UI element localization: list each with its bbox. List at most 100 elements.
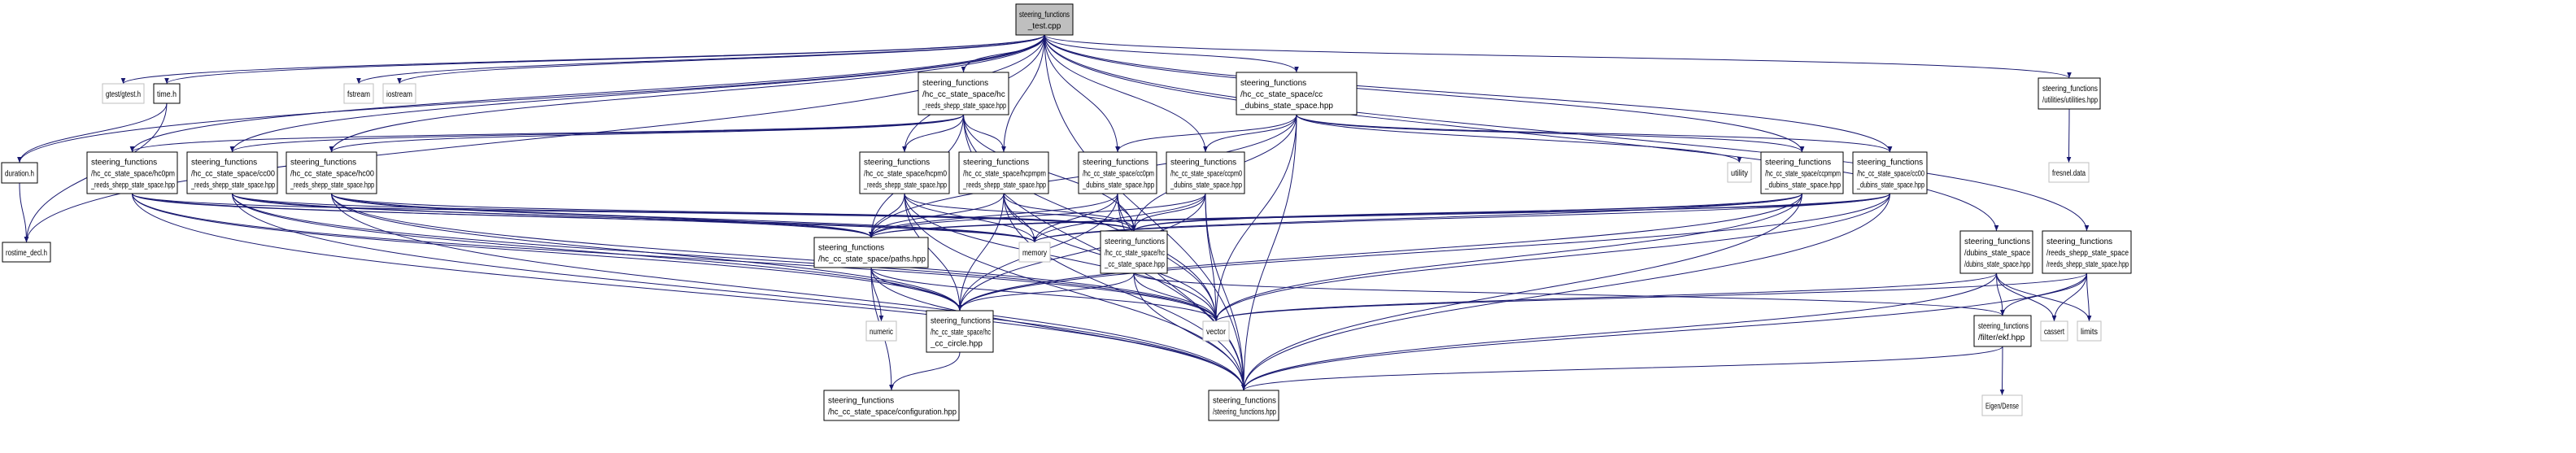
node-fresnel: fresnel.data	[2048, 162, 2090, 183]
edge-cc00_d-to-vector	[1214, 193, 1890, 322]
node-label-line: iostream	[386, 90, 412, 99]
edge-root-to-hc0pm_rs	[129, 34, 1045, 153]
node-rs[interactable]: steering_functions/reeds_shepp_state_spa…	[2042, 230, 2132, 274]
edge-cc00_d-to-circle	[957, 193, 1890, 311]
node-label-line: limits	[2081, 328, 2098, 337]
node-label-line: utility	[1731, 169, 1748, 178]
node-label-line: /steering_functions.hpp	[1213, 408, 1276, 417]
node-sf[interactable]: steering_functions/steering_functions.hp…	[1208, 390, 1279, 421]
node-hcss[interactable]: steering_functions/hc_cc_state_space/hc_…	[1100, 230, 1168, 274]
node-label-line: steering_functions	[1978, 322, 2029, 331]
node-hc0pm_rs[interactable]: steering_functions/hc_cc_state_space/hc0…	[86, 151, 178, 194]
edge-hc_rs-to-cc00_rs	[229, 114, 964, 153]
node-dubins[interactable]: steering_functions/dubins_state_space/du…	[1959, 230, 2033, 274]
node-cc00_d[interactable]: steering_functions/hc_cc_state_space/cc0…	[1852, 151, 1928, 194]
node-label-line: steering_functions	[818, 244, 884, 253]
node-label-line: /utilities/utilities.hpp	[2042, 96, 2098, 105]
edge-hcpmpm_rs-to-hcss	[1003, 193, 1136, 232]
edge-dubins-to-ekf	[1996, 272, 2005, 316]
node-utilities[interactable]: steering_functions/utilities/utilities.h…	[2038, 77, 2101, 110]
edge-utilities-to-fresnel	[2066, 108, 2072, 163]
edge-dubins-to-vector	[1214, 272, 1997, 322]
edge-duration-to-rostime	[19, 182, 29, 243]
edge-ccpmpm_d-to-sf	[1241, 193, 1802, 391]
node-label-line: _reeds_shepp_state_space.hpp	[190, 181, 275, 190]
edge-cc_d-to-ccpmpm_d	[1296, 114, 1805, 153]
edge-root-to-ccpmpm_d	[1044, 34, 1805, 153]
node-label-line: cassert	[2044, 328, 2064, 337]
node-label-line: _cc_circle.hpp	[930, 340, 983, 349]
node-config[interactable]: steering_functions/hc_cc_state_space/con…	[823, 390, 960, 421]
node-hcpm0_rs[interactable]: steering_functions/hc_cc_state_space/hcp…	[859, 151, 950, 194]
edge-ccpmpm_d-to-circle	[957, 193, 1802, 311]
node-label-line: fresnel.data	[2052, 169, 2086, 178]
node-label-line: _cc_state_space.hpp	[1104, 260, 1165, 269]
edge-cc_d-to-sf	[1241, 114, 1297, 391]
edge-root-to-cc00_rs	[229, 34, 1045, 153]
node-label-line: /dubins_state_space	[1964, 249, 2030, 258]
edge-cc_d-to-utility	[1296, 114, 1742, 163]
node-cc_d[interactable]: steering_functions/hc_cc_state_space/cc_…	[1236, 72, 1358, 115]
node-label-line: steering_functions	[1019, 11, 1070, 20]
edge-hc00_rs-to-sf	[331, 193, 1246, 391]
node-label-line: steering_functions	[922, 79, 988, 88]
node-label-line: /hc_cc_state_space/hc	[1105, 249, 1165, 258]
edge-root-to-duration	[17, 34, 1045, 163]
node-label-line: _dubins_state_space.hpp	[1764, 181, 1841, 190]
node-label-line: rostime_decl.h	[6, 249, 47, 258]
node-time[interactable]: time.h	[153, 83, 181, 104]
node-circle[interactable]: steering_functions/hc_cc_state_space/hc_…	[926, 310, 994, 353]
edge-hc0pm_rs-to-sf	[132, 193, 1246, 391]
edge-hcpm0_rs-to-hcss	[904, 193, 1136, 232]
edge-hc0pm_rs-to-vector	[132, 193, 1218, 322]
node-paths[interactable]: steering_functions/hc_cc_state_space/pat…	[813, 237, 929, 268]
node-hcpmpm_rs[interactable]: steering_functions/hc_cc_state_space/hcp…	[958, 151, 1049, 194]
node-limits: limits	[2077, 320, 2102, 342]
node-duration[interactable]: duration.h	[1, 162, 38, 184]
edge-cc00_rs-to-memory	[232, 193, 1037, 243]
edge-hcss-to-circle	[957, 272, 1135, 311]
node-label-line: _reeds_shepp_state_space.hpp	[290, 181, 374, 190]
node-rostime[interactable]: rostime_decl.h	[2, 242, 51, 263]
node-iostream: iostream	[382, 83, 416, 104]
node-label-line: _reeds_shepp_state_space.hpp	[90, 181, 175, 190]
node-label-line: numeric	[870, 328, 893, 337]
node-eigen: Eigen/Dense	[1981, 394, 2023, 416]
node-ccpmpm_d[interactable]: steering_functions/hc_cc_state_space/ccp…	[1760, 151, 1844, 194]
edge-circle-to-config	[889, 351, 961, 391]
node-label-line: steering_functions	[1240, 79, 1306, 88]
node-label-line: Eigen/Dense	[1985, 403, 2019, 412]
node-label-line: memory	[1022, 249, 1047, 258]
edge-hcpm0_rs-to-circle	[904, 193, 962, 311]
node-hc_rs[interactable]: steering_functions/hc_cc_state_space/hc_…	[918, 72, 1009, 115]
edge-hcpm0_rs-to-paths	[869, 193, 905, 238]
node-label-line: /hc_cc_state_space/cc0pm	[1083, 170, 1154, 179]
node-hc00_rs[interactable]: steering_functions/hc_cc_state_space/hc0…	[285, 151, 377, 194]
node-label-line: steering_functions	[931, 317, 991, 326]
edge-rs-to-limits	[2086, 272, 2092, 322]
node-cc00_rs[interactable]: steering_functions/hc_cc_state_space/cc0…	[186, 151, 278, 194]
edge-cc_d-to-ccpm0_d	[1203, 114, 1297, 153]
edge-root-to-iostream	[397, 34, 1045, 85]
edge-root-to-cc00_d	[1044, 34, 1893, 153]
edge-rs-to-vector	[1214, 272, 2087, 322]
edge-cc00_d-to-hcss	[1131, 193, 1890, 232]
node-cc0pm_d[interactable]: steering_functions/hc_cc_state_space/cc0…	[1078, 151, 1157, 194]
node-label-line: /hc_cc_state_space/paths.hpp	[818, 255, 926, 264]
node-label-line: /hc_cc_state_space/configuration.hpp	[828, 408, 957, 417]
node-label-line: /hc_cc_state_space/hcpmpm	[963, 170, 1046, 179]
node-label-line: gtest/gtest.h	[106, 90, 141, 99]
node-root[interactable]: steering_functions_test.cpp	[1015, 3, 1074, 36]
edge-cc00_rs-to-vector	[232, 193, 1218, 322]
edge-root-to-sf	[1044, 34, 1246, 391]
edge-root-to-gtest	[120, 34, 1045, 85]
edge-cc00_rs-to-circle	[232, 193, 962, 311]
edge-cc_d-to-cc0pm_d	[1115, 114, 1297, 153]
node-ekf[interactable]: steering_functions/filter/ekf.hpp	[1973, 315, 2032, 347]
edge-cc00_d-to-memory	[1032, 193, 1890, 243]
edge-cc00_d-to-paths	[869, 193, 1890, 238]
node-ccpm0_d[interactable]: steering_functions/hc_cc_state_space/ccp…	[1166, 151, 1245, 194]
edge-rs-to-cassert	[2051, 272, 2087, 322]
node-label-line: _dubins_state_space.hpp	[1082, 181, 1154, 190]
